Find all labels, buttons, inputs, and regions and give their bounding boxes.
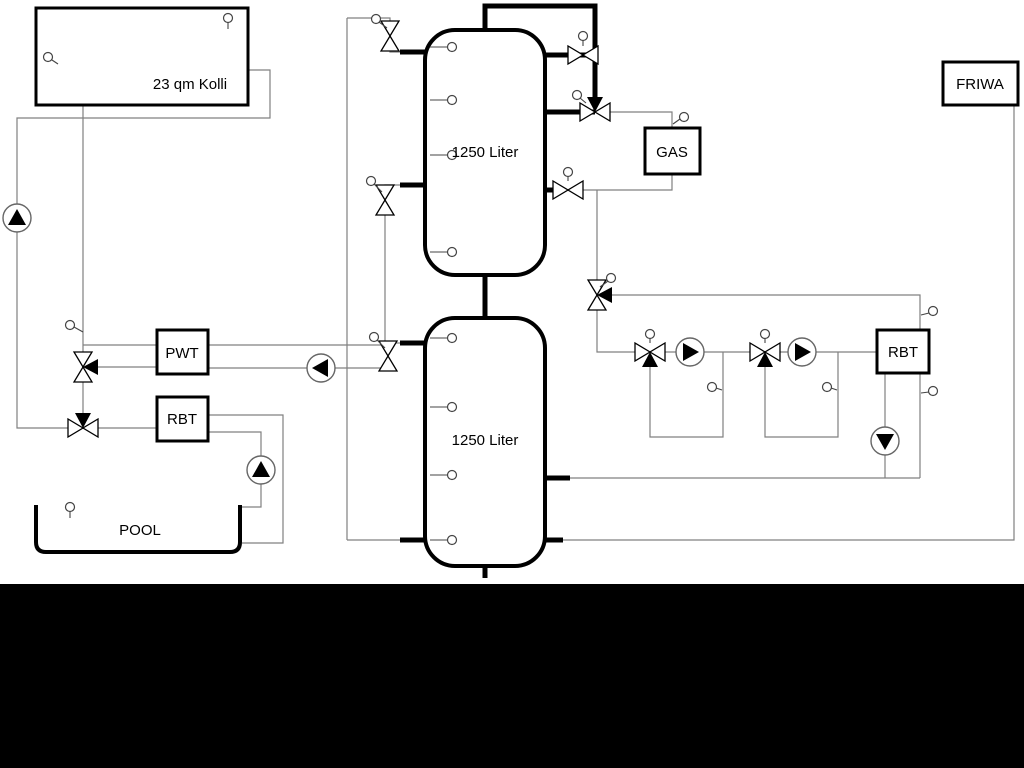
temperature-sensor-icon [446,332,458,344]
temperature-sensor-icon [222,12,234,24]
temperature-sensor-icon [446,401,458,413]
valve-icon [378,340,398,372]
temperature-sensor-icon [64,501,76,513]
valve-icon [375,184,395,216]
friwa-station-box [941,60,1020,107]
pump-right-icon [675,337,705,367]
temperature-sensor-icon [446,469,458,481]
valve-actuator-icon [368,331,380,343]
pump-left-icon [306,353,336,383]
temperature-sensor-icon [678,111,690,123]
valve-actuator-icon [571,89,583,101]
temperature-sensor-icon [927,305,939,317]
buffer-tank-1 [423,28,547,277]
valves [67,13,781,438]
tank1-label: 1250 Liter [452,144,519,161]
gas-label: GAS [656,144,688,161]
pool-label: POOL [119,522,161,539]
pwt-label: PWT [165,345,198,362]
temperature-sensor-icon [64,319,76,331]
rbt-right-label: RBT [888,344,918,361]
pool-basin [34,505,242,554]
pump-down-icon [870,426,900,456]
valve-icon [552,180,584,200]
pump-up-icon [2,203,32,233]
temperature-sensor-icon [821,381,833,393]
valve-icon [567,45,599,65]
rbt-left-label: RBT [167,411,197,428]
temperature-sensor-icon [706,381,718,393]
friwa-label: FRIWA [956,76,1004,93]
pump-right-icon [787,337,817,367]
sensors [42,12,939,546]
buffer-tank-2 [423,316,547,568]
temperature-sensor-icon [927,385,939,397]
temperature-sensor-icon [446,94,458,106]
collector-label: 23 qm Kolli [153,76,227,93]
rbt-left-box [155,395,210,443]
temperature-sensor-icon [446,534,458,546]
pipe-lines [16,17,1015,544]
bottom-black-mask [0,584,1024,768]
valve-actuator-icon [759,328,771,340]
temperature-sensor-icon [446,41,458,53]
temperature-sensor-icon [446,246,458,258]
valve-actuator-icon [605,272,617,284]
valve-actuator-icon [562,166,574,178]
tank2-label: 1250 Liter [452,432,519,449]
pump-up-icon [246,455,276,485]
valve-actuator-icon [365,175,377,187]
pwt-heat-exchanger-box [155,328,210,376]
solar-collector-box [34,6,250,107]
rbt-right-box [875,328,931,375]
gas-boiler-box [643,126,702,176]
valve-actuator-icon [577,30,589,42]
valve-actuator-icon [370,13,382,25]
temperature-sensor-icon [42,51,54,63]
valve-actuator-icon [644,328,656,340]
